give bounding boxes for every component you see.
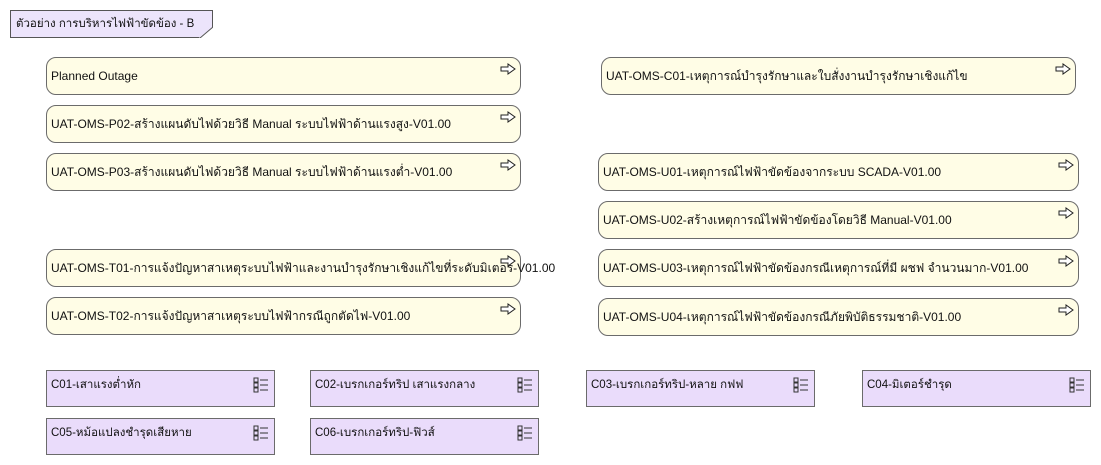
function-list-icon <box>1069 377 1084 393</box>
function-label: C05-หม้อแปลงชำรุดเสียหาย <box>51 427 192 439</box>
process-label: UAT-OMS-C01-เหตุการณ์บำรุงรักษาและใบสั่ง… <box>606 68 968 83</box>
process-label: UAT-OMS-T01-การแจ้งปัญหาสาเหตุระบบไฟฟ้าแ… <box>51 260 556 275</box>
process-link-arrow-icon <box>1055 63 1071 75</box>
process-link-arrow-icon <box>500 255 516 267</box>
process-label: UAT-OMS-T02-การแจ้งปัญหาสาเหตุระบบไฟฟ้าก… <box>51 308 411 323</box>
process-uat-oms-t01[interactable]: UAT-OMS-T01-การแจ้งปัญหาสาเหตุระบบไฟฟ้าแ… <box>46 249 555 287</box>
function-c06[interactable]: C06-เบรกเกอร์ทริป-ฟิวส์ <box>310 418 539 455</box>
function-c05[interactable]: C05-หม้อแปลงชำรุดเสียหาย <box>46 418 275 455</box>
process-link-arrow-icon <box>500 63 516 75</box>
function-c01[interactable]: C01-เสาแรงต่ำหัก <box>46 370 275 407</box>
process-uat-oms-u01[interactable]: UAT-OMS-U01-เหตุการณ์ไฟฟ้าขัดข้องจากระบบ… <box>598 153 1079 191</box>
process-uat-oms-u04[interactable]: UAT-OMS-U04-เหตุการณ์ไฟฟ้าขัดข้องกรณีภัย… <box>598 298 1079 336</box>
function-list-icon <box>253 425 268 441</box>
process-label: UAT-OMS-U03-เหตุการณ์ไฟฟ้าขัดข้องกรณีเหต… <box>603 260 1029 275</box>
diagram-title: ตัวอย่าง การบริหารไฟฟ้าขัดข้อง - B <box>16 18 195 30</box>
process-link-arrow-icon <box>500 303 516 315</box>
diagram-frame-label: ตัวอย่าง การบริหารไฟฟ้าขัดข้อง - B <box>10 10 213 38</box>
process-planned-outage[interactable]: Planned Outage <box>46 57 521 95</box>
function-c03[interactable]: C03-เบรกเกอร์ทริป-หลาย กฟฟ <box>586 370 815 407</box>
process-uat-oms-u03[interactable]: UAT-OMS-U03-เหตุการณ์ไฟฟ้าขัดข้องกรณีเหต… <box>598 249 1079 287</box>
function-label: C03-เบรกเกอร์ทริป-หลาย กฟฟ <box>591 379 744 391</box>
process-label: UAT-OMS-P02-สร้างแผนดับไฟด้วยวิธี Manual… <box>51 116 451 131</box>
function-list-icon <box>517 377 532 393</box>
process-link-arrow-icon <box>1058 159 1074 171</box>
function-list-icon <box>793 377 808 393</box>
function-list-icon <box>253 377 268 393</box>
function-label: C06-เบรกเกอร์ทริป-ฟิวส์ <box>315 427 435 439</box>
process-link-arrow-icon <box>500 111 516 123</box>
function-c04[interactable]: C04-มิเตอร์ชำรุด <box>862 370 1091 407</box>
process-link-arrow-icon <box>1058 207 1074 219</box>
function-list-icon <box>517 425 532 441</box>
process-uat-oms-u02[interactable]: UAT-OMS-U02-สร้างเหตุการณ์ไฟฟ้าขัดข้องโด… <box>598 201 1079 239</box>
process-uat-oms-p03[interactable]: UAT-OMS-P03-สร้างแผนดับไฟด้วยวิธี Manual… <box>46 153 521 191</box>
function-label: C02-เบรกเกอร์ทริป เสาแรงกลาง <box>315 379 476 391</box>
process-label: UAT-OMS-U02-สร้างเหตุการณ์ไฟฟ้าขัดข้องโด… <box>603 212 952 227</box>
process-link-arrow-icon <box>1058 255 1074 267</box>
process-uat-oms-t02[interactable]: UAT-OMS-T02-การแจ้งปัญหาสาเหตุระบบไฟฟ้าก… <box>46 297 521 335</box>
function-label: C04-มิเตอร์ชำรุด <box>867 379 952 391</box>
process-link-arrow-icon <box>500 159 516 171</box>
process-link-arrow-icon <box>1058 304 1074 316</box>
process-label: UAT-OMS-U01-เหตุการณ์ไฟฟ้าขัดข้องจากระบบ… <box>603 164 942 179</box>
function-label: C01-เสาแรงต่ำหัก <box>51 379 142 391</box>
process-label: Planned Outage <box>51 69 138 83</box>
process-uat-oms-c01[interactable]: UAT-OMS-C01-เหตุการณ์บำรุงรักษาและใบสั่ง… <box>601 57 1076 95</box>
process-uat-oms-p02[interactable]: UAT-OMS-P02-สร้างแผนดับไฟด้วยวิธี Manual… <box>46 105 521 143</box>
process-label: UAT-OMS-U04-เหตุการณ์ไฟฟ้าขัดข้องกรณีภัย… <box>603 309 962 324</box>
process-label: UAT-OMS-P03-สร้างแผนดับไฟด้วยวิธี Manual… <box>51 164 453 179</box>
function-c02[interactable]: C02-เบรกเกอร์ทริป เสาแรงกลาง <box>310 370 539 407</box>
